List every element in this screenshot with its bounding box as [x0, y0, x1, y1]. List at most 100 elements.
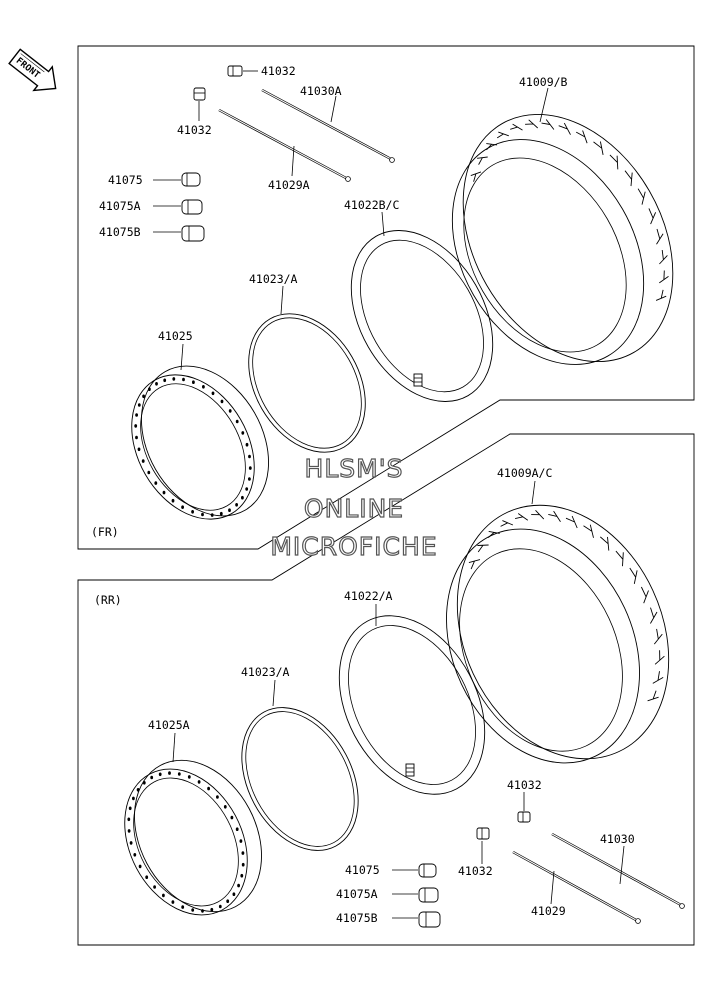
- tread-mark: [656, 228, 664, 245]
- rim-spoke-hole: [201, 512, 204, 517]
- label-rear-tube: 41022/A: [344, 589, 393, 603]
- tread-mark: [640, 586, 649, 604]
- tread-mark: [647, 690, 659, 702]
- rim-spoke-hole: [191, 510, 195, 514]
- front-spoke-2: [218, 108, 351, 182]
- rear-weight-2: [418, 887, 439, 903]
- rim-spoke-hole: [232, 892, 236, 896]
- rim-spoke-hole: [241, 495, 244, 500]
- tread-mark: [650, 607, 658, 624]
- rim-spoke-hole: [150, 775, 154, 780]
- rim-spoke-hole: [135, 413, 139, 417]
- front-rim-band: [248, 313, 366, 453]
- label-rear-weight-2: 41075A: [336, 887, 378, 901]
- tread-mark: [487, 530, 500, 538]
- rim-spoke-hole: [147, 470, 151, 475]
- rim-spoke-hole: [127, 829, 131, 833]
- rim-spoke-hole: [154, 481, 158, 485]
- rim-spoke-hole: [168, 771, 171, 775]
- rear-tire: [446, 504, 670, 764]
- rim-spoke-hole: [248, 477, 251, 481]
- label-rear-tire: 41009A/C: [497, 466, 552, 480]
- rim-spoke-hole: [228, 508, 231, 512]
- rim-spoke-hole: [235, 419, 239, 424]
- rear-weight-3: [418, 911, 441, 928]
- rim-spoke-hole: [197, 780, 201, 784]
- rim-spoke-hole: [181, 905, 185, 909]
- rear-rim-band: [241, 707, 359, 851]
- rim-spoke-hole: [142, 781, 146, 785]
- rim-spoke-hole: [241, 431, 245, 435]
- label-front-tube: 41022B/C: [344, 198, 399, 212]
- rim-spoke-hole: [145, 875, 149, 879]
- rim-spoke-hole: [128, 806, 132, 811]
- tread-mark: [558, 122, 571, 135]
- tread-mark: [652, 671, 664, 684]
- tread-mark: [470, 171, 482, 182]
- rim-spoke-hole: [216, 795, 219, 799]
- tread-mark: [565, 515, 578, 529]
- label-rear-rim-band: 41023/A: [241, 665, 290, 679]
- rim-spoke-hole: [248, 454, 251, 459]
- tread-mark: [548, 510, 561, 522]
- rim-spoke-hole: [171, 498, 175, 503]
- watermark: HLSM'S ONLINE MICROFICHE: [270, 453, 437, 561]
- rim-spoke-hole: [182, 377, 185, 382]
- rim-spoke-hole: [218, 904, 222, 909]
- rim-spoke-hole: [210, 907, 214, 912]
- front-arrow-icon: FRONT: [8, 48, 57, 92]
- rim-spoke-hole: [210, 513, 214, 517]
- front-valve-2: [193, 87, 206, 101]
- label-rear-rim: 41025A: [148, 718, 190, 732]
- label-front-valve-a: 41032: [261, 64, 296, 78]
- tread-mark: [609, 154, 619, 170]
- front-spoke-1: [261, 88, 395, 163]
- front-tube: [350, 230, 494, 402]
- rear-valve-2: [476, 827, 490, 840]
- watermark-line-2: ONLINE: [304, 494, 404, 523]
- rear-spoke-1: [551, 832, 685, 909]
- rim-spoke-hole: [248, 466, 252, 470]
- label-front-weight-1: 41075: [108, 173, 143, 187]
- watermark-line-3: MICROFICHE: [270, 532, 437, 561]
- label-front-weight-2: 41075A: [99, 199, 141, 213]
- rim-spoke-hole: [171, 900, 175, 904]
- front-weight-2: [181, 199, 203, 215]
- rim-spoke-hole: [192, 380, 195, 385]
- rim-spoke-hole: [241, 862, 245, 867]
- tread-mark: [659, 270, 669, 284]
- front-valve-1: [227, 65, 243, 77]
- rear-tube: [338, 615, 486, 795]
- tread-mark: [486, 143, 498, 151]
- label-rear-weight-3: 41075B: [336, 911, 378, 925]
- rim-spoke-hole: [172, 377, 176, 381]
- rim-spoke-hole: [162, 893, 165, 898]
- tread-mark: [654, 650, 665, 665]
- rim-spoke-hole: [132, 796, 135, 801]
- front-rim: [131, 365, 269, 520]
- label-front-spoke-a: 41030A: [300, 84, 342, 98]
- tread-mark: [600, 536, 610, 551]
- tread-mark: [593, 141, 604, 155]
- label-rear-weight-1: 41075: [345, 863, 380, 877]
- rim-spoke-hole: [129, 841, 133, 845]
- rear-rim: [124, 759, 262, 916]
- tread-mark: [510, 123, 523, 131]
- rim-spoke-hole: [148, 387, 151, 392]
- rim-spoke-hole: [245, 442, 249, 447]
- rim-spoke-hole: [235, 827, 239, 831]
- rim-spoke-hole: [137, 447, 141, 452]
- tread-mark: [648, 208, 657, 225]
- front-tire: [451, 113, 674, 365]
- rim-spoke-hole: [245, 487, 249, 491]
- tread-mark: [525, 119, 539, 129]
- rim-spoke-hole: [219, 511, 223, 516]
- rim-spoke-hole: [133, 853, 137, 857]
- rim-spoke-hole: [240, 873, 244, 878]
- rim-spoke-hole: [226, 899, 230, 903]
- front-section-frame: [77, 45, 695, 550]
- rim-spoke-hole: [153, 885, 157, 889]
- rear-section-frame: [77, 433, 695, 946]
- rim-spoke-hole: [239, 839, 243, 843]
